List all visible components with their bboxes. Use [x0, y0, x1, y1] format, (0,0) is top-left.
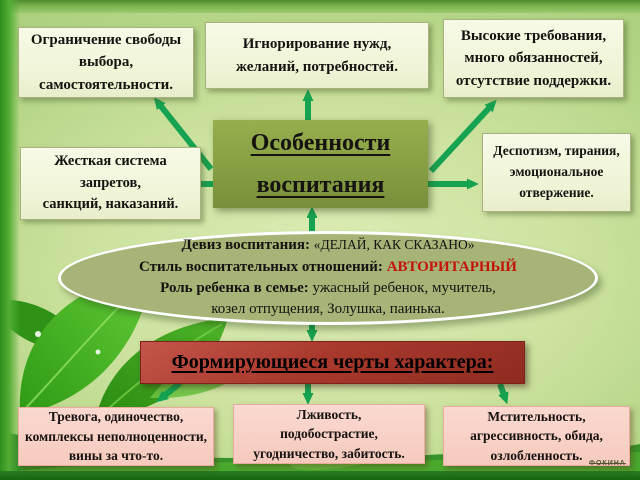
summary-oval: Девиз воспитания: «ДЕЛАЙ, КАК СКАЗАНО» С… — [58, 231, 598, 325]
box-middle-right: Деспотизм, тирания, эмоциональное отверж… — [482, 133, 631, 212]
box-top-middle: Игнорирование нужд, желаний, потребносте… — [205, 22, 429, 89]
oval-style-line: Стиль воспитательных отношений: АВТОРИТА… — [61, 257, 595, 278]
box-top-right: Высокие требования, много обязанностей, … — [443, 19, 624, 98]
box-bottom-middle: Лживость, подобострастие, угодничество, … — [233, 404, 425, 464]
dewdrop-decoration — [35, 331, 41, 337]
central-topic-title: Особенности воспитания — [250, 130, 391, 198]
box-bottom-left-text: Тревога, одиночество, комплексы неполноц… — [24, 409, 208, 464]
box-bottom-right-text: Мстительность, агрессивность, обида, озл… — [470, 408, 603, 463]
box-middle-left: Жесткая система запретов, санкций, наказ… — [20, 147, 201, 220]
role-value-continued: козел отпущения, Золушка, паинька. — [211, 301, 445, 318]
top-border-decoration — [0, 0, 640, 13]
box-bottom-right: Мстительность, агрессивность, обида, озл… — [443, 406, 630, 466]
oval-role-line: Роль ребенка в семье: ужасный ребенок, м… — [61, 278, 595, 299]
traits-heading-text: Формирующиеся черты характера: — [171, 351, 494, 373]
watermark: ФОКИНА — [589, 460, 626, 467]
oval-motto-line: Девиз воспитания: «ДЕЛАЙ, КАК СКАЗАНО» — [61, 235, 595, 256]
role-label: Роль ребенка в семье: — [160, 280, 309, 296]
box-top-right-text: Высокие требования, много обязанностей, … — [455, 27, 612, 89]
dewdrop-decoration — [95, 349, 101, 355]
role-value: ужасный ребенок, мучитель, — [312, 280, 496, 296]
box-top-left-text: Ограничение свободы выбора, самостоятель… — [30, 31, 182, 93]
left-border-decoration — [0, 0, 20, 480]
style-value: АВТОРИТАРНЫЙ — [386, 258, 517, 275]
oval-role-line-2: козел отпущения, Золушка, паинька. — [61, 299, 595, 320]
traits-heading: Формирующиеся черты характера: — [140, 341, 525, 384]
box-middle-left-text: Жесткая система запретов, санкций, наказ… — [42, 152, 179, 213]
box-middle-right-text: Деспотизм, тирания, эмоциональное отверж… — [493, 143, 620, 200]
motto-value: «ДЕЛАЙ, КАК СКАЗАНО» — [313, 237, 475, 253]
bottom-border-decoration — [0, 471, 640, 480]
box-bottom-middle-text: Лживость, подобострастие, угодничество, … — [253, 406, 405, 461]
style-label: Стиль воспитательных отношений: — [139, 258, 383, 275]
motto-label: Девиз воспитания: — [181, 237, 311, 254]
box-top-middle-text: Игнорирование нужд, желаний, потребносте… — [236, 36, 398, 75]
central-topic-box: Особенности воспитания — [213, 120, 428, 208]
box-bottom-left: Тревога, одиночество, комплексы неполноц… — [18, 407, 214, 466]
box-top-left: Ограничение свободы выбора, самостоятель… — [18, 27, 194, 98]
